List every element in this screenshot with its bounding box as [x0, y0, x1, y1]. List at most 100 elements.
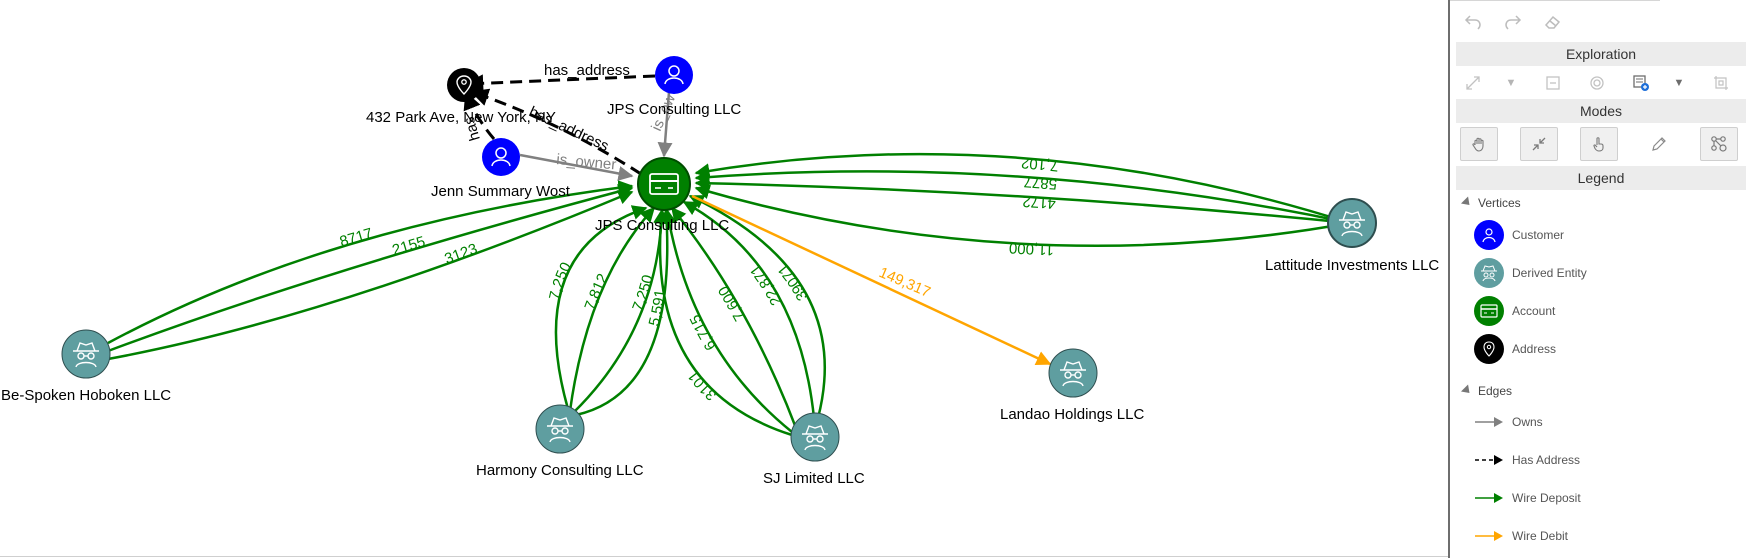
node-customer-jps[interactable]: JPS Consulting LLC: [607, 56, 741, 118]
shrink-arrows-icon[interactable]: [1520, 127, 1558, 161]
pan-hand-icon[interactable]: [1460, 127, 1498, 161]
node-label-lattitude: Lattitude Investments LLC: [1265, 257, 1439, 274]
edge-label-lattitude-1: 7,102: [1021, 154, 1060, 174]
node-label-customer-jps: JPS Consulting LLC: [607, 101, 741, 118]
legend-item-owns: Owns: [1474, 415, 1543, 429]
exploration-title: Exploration: [1565, 46, 1637, 62]
legend-edges-title: Edges: [1478, 384, 1513, 398]
modes-toolbar: [1460, 127, 1738, 161]
edge-label-bespoken-2: 2155: [390, 233, 427, 259]
legend-item-wire-debit: Wire Debit: [1474, 529, 1568, 543]
node-account[interactable]: JPS Consulting LLC: [595, 157, 729, 234]
edge-label-harmony-2: 7,812: [581, 271, 611, 313]
add-node-icon[interactable]: [1628, 66, 1654, 100]
legend-label: Address: [1512, 342, 1557, 356]
node-label-harmony: Harmony Consulting LLC: [476, 462, 644, 479]
legend-label: Has Address: [1512, 453, 1581, 467]
edge-label-sj-2: 6,715: [687, 312, 720, 353]
node-label-bespoken: Be-Spoken Hoboken LLC: [1, 387, 171, 404]
edge-wire-debit[interactable]: [691, 194, 1052, 366]
edge-owns-jenn[interactable]: [519, 153, 634, 181]
edge-label-has-address-jps: has_address: [544, 62, 630, 79]
edge-label-lattitude-3: 4172: [1022, 193, 1056, 212]
edge-label-harmony-1: 7,250: [546, 260, 575, 302]
select-pointer-icon[interactable]: [1580, 127, 1618, 161]
wire-debit-line-icon: [1475, 531, 1503, 541]
legend-label: Customer: [1512, 228, 1565, 242]
legend-vertices-title: Vertices: [1478, 196, 1521, 210]
location-pin-icon: [1474, 334, 1504, 364]
node-label-address: 432 Park Ave, New York, NY: [366, 109, 556, 126]
canvas-border: [0, 556, 1448, 557]
edge-label-sj-1: 3101: [685, 367, 720, 404]
eraser-icon[interactable]: [1540, 10, 1566, 34]
legend-edges-group[interactable]: Edges: [1460, 383, 1513, 398]
add-node-dropdown-chevron-down-icon[interactable]: ▼: [1673, 77, 1685, 89]
node-label-account: JPS Consulting LLC: [595, 217, 729, 234]
edge-sj-2[interactable]: [665, 208, 794, 434]
expand-dropdown-chevron-down-icon[interactable]: ▼: [1505, 77, 1517, 89]
legend-item-has-address: Has Address: [1474, 453, 1580, 467]
owns-line-icon: [1475, 417, 1503, 427]
exploration-header: Exploration: [1456, 42, 1746, 66]
location-pin-icon: [456, 75, 472, 95]
legend-item-account: Account: [1474, 296, 1555, 326]
modes-title: Modes: [1579, 103, 1623, 119]
legend-vertices-group[interactable]: Vertices: [1460, 195, 1521, 210]
legend-label: Owns: [1512, 415, 1543, 429]
collapse-icon[interactable]: [1540, 66, 1566, 100]
edge-label-owns-jenn: is_owner: [556, 151, 617, 173]
legend-label: Account: [1512, 304, 1556, 318]
card-icon: [1474, 296, 1504, 326]
node-harmony[interactable]: Harmony Consulting LLC: [476, 404, 644, 479]
collapse-triangle-icon: [1460, 195, 1474, 209]
panel-top-divider: [1450, 0, 1660, 1]
legend-title: Legend: [1577, 170, 1625, 186]
edge-label-sj-3: 7,600: [715, 283, 749, 324]
edge-label-bespoken-3: 3123: [442, 240, 479, 267]
node-sj[interactable]: SJ Limited LLC: [763, 412, 865, 487]
node-bespoken[interactable]: Be-Spoken Hoboken LLC: [1, 329, 171, 404]
exploration-toolbar: ▼ ▼: [1460, 66, 1734, 100]
card-icon: [649, 173, 679, 195]
edge-label-bespoken-1: 8717: [338, 225, 375, 251]
collapse-triangle-icon: [1460, 383, 1474, 397]
edge-owns-jps[interactable]: [657, 91, 673, 158]
network-graph-icon[interactable]: [1700, 127, 1738, 161]
spy-icon: [73, 342, 99, 368]
legend-label: Wire Deposit: [1512, 491, 1581, 505]
node-customer-jenn[interactable]: Jenn Summary Wost: [431, 138, 571, 200]
node-label-landao: Landao Holdings LLC: [1000, 406, 1144, 423]
modes-header: Modes: [1456, 99, 1746, 123]
redo-icon[interactable]: [1500, 10, 1526, 34]
legend-item-customer: Customer: [1474, 220, 1564, 250]
node-lattitude[interactable]: Lattitude Investments LLC: [1265, 198, 1439, 274]
side-panel: Exploration ▼ ▼ Modes: [1448, 0, 1746, 558]
spy-icon: [1060, 361, 1086, 387]
spy-icon: [802, 425, 828, 451]
graph-canvas[interactable]: 7,102 5877 4172 11,000 8717 2155 3123 7,…: [0, 0, 1448, 558]
legend-header: Legend: [1456, 166, 1746, 190]
focus-target-icon[interactable]: [1584, 66, 1610, 100]
node-label-customer-jenn: Jenn Summary Wost: [431, 183, 571, 200]
edit-pencil-icon[interactable]: [1640, 127, 1678, 161]
expand-icon[interactable]: [1460, 66, 1486, 100]
history-toolbar: [1460, 10, 1566, 34]
edge-bespoken-2[interactable]: [106, 186, 634, 353]
legend-label: Derived Entity: [1512, 266, 1587, 280]
edge-sj-1[interactable]: [658, 208, 794, 437]
legend-item-address: Address: [1474, 334, 1556, 364]
legend-item-derived-entity: Derived Entity: [1474, 258, 1587, 288]
edge-label-lattitude-4: 11,000: [1008, 239, 1054, 258]
node-landao[interactable]: Landao Holdings LLC: [1000, 348, 1144, 423]
spy-icon: [547, 417, 573, 443]
edge-label-lattitude-2: 5877: [1023, 173, 1058, 193]
spy-icon: [1339, 211, 1365, 237]
node-address[interactable]: 432 Park Ave, New York, NY: [366, 68, 556, 126]
layout-icon[interactable]: [1708, 66, 1734, 100]
person-icon: [491, 147, 511, 167]
person-icon: [664, 65, 684, 85]
undo-icon[interactable]: [1460, 10, 1486, 34]
has-address-line-icon: [1475, 455, 1503, 465]
node-label-sj: SJ Limited LLC: [763, 470, 865, 487]
